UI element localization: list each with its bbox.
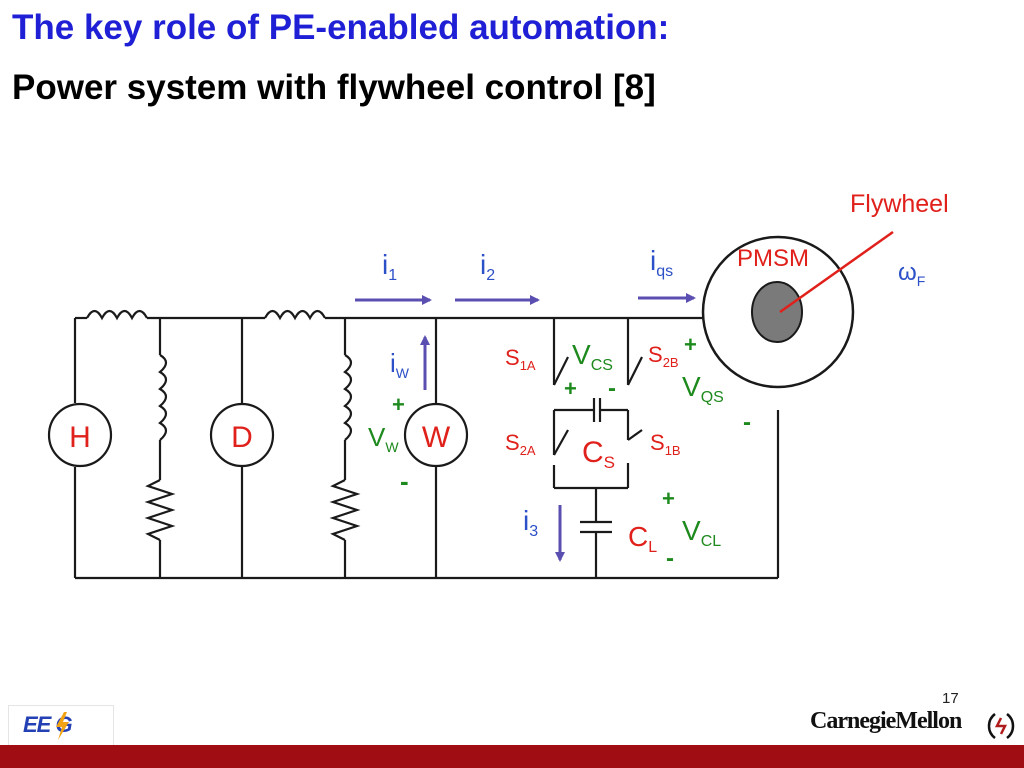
load-inductor-2 [343,354,353,441]
vw-plus-sign: + [392,392,405,417]
vw-minus-sign: - [400,466,409,496]
vqs-plus-sign: + [684,332,697,357]
line-inductor-1 [86,309,148,321]
eesg-logo: EE G [8,705,114,747]
s2a-label: S2A [505,430,536,458]
footer-bar [0,745,1024,768]
line-inductor-2 [264,309,326,321]
source-d-label: D [231,421,253,454]
switch-s1b-blade [627,429,643,441]
load-inductor-1 [158,354,168,441]
vw-label: VW [368,422,399,455]
i2-label: i2 [480,249,495,284]
s1b-label: S1B [650,430,681,458]
source-h: H [47,402,113,468]
load-resistor-1 [144,479,176,541]
i3-label: i3 [523,505,538,540]
i1-label: i1 [382,249,397,284]
source-w-label: W [422,421,451,454]
switch-s2a-blade [553,429,569,456]
slide-title-line1: The key role of PE-enabled automation: [12,8,670,47]
switch-s2b-blade [627,356,643,386]
vcl-label: VCL [682,515,721,550]
omega-f-label: ωF [898,259,925,289]
vcs-minus-sign: - [608,375,616,402]
s1a-label: S1A [505,345,536,373]
vcl-plus-sign: + [662,486,675,511]
flywheel-pointer-line [779,230,894,314]
s2b-label: S2B [648,342,679,370]
carnegie-mellon-logo: CarnegieMellon [810,708,962,734]
pmsm-machine: PMSM [701,235,855,389]
flywheel-label: Flywheel [850,190,949,218]
cmu-seal-icon [987,713,1015,739]
source-w: W [403,402,469,468]
source-d-circle [209,402,275,468]
load-resistor-2 [329,479,361,541]
source-h-circle [47,402,113,468]
iw-label: iW [390,348,410,381]
vcs-label: VCS [572,339,613,374]
pmsm-label: PMSM [737,245,809,272]
iqs-label: iqs [650,245,673,280]
flywheel-rotor [751,281,803,343]
vqs-minus-sign: - [743,409,751,436]
vcl-minus-sign: - [666,545,674,572]
cs-label: CS [582,436,615,472]
switch-s1a-blade [553,356,569,386]
cl-label: CL [628,521,657,556]
source-h-label: H [69,421,91,454]
source-d: D [209,402,275,468]
vqs-label: VQS [682,371,724,406]
vcs-plus-sign: + [564,376,577,401]
slide-number: 17 [942,690,959,707]
slide-title-line2: Power system with flywheel control [8] [12,68,656,107]
source-w-circle [403,402,469,468]
lightning-icon [56,712,69,740]
circuit-wires [73,316,780,580]
